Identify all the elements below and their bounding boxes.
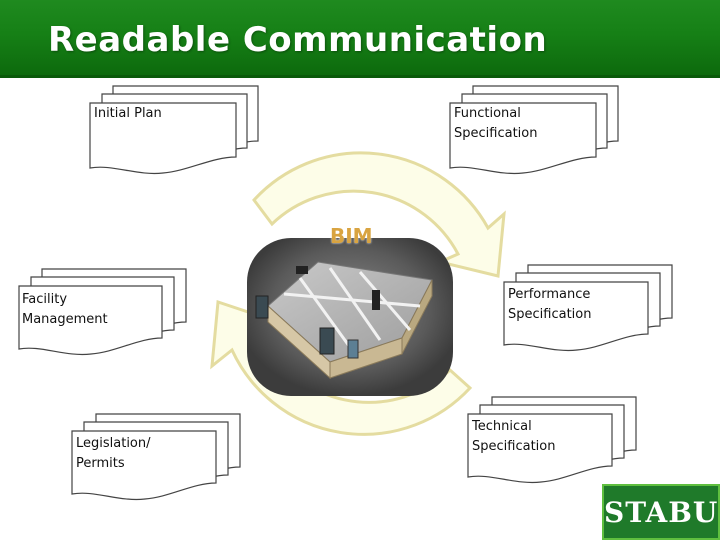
doc-stack-functional-spec — [449, 85, 619, 175]
doc-stack-legislation — [71, 413, 241, 501]
doc-label-initial-plan: Initial Plan — [94, 106, 162, 121]
doc-label-legislation: Legislation/ Permits — [76, 436, 151, 471]
doc-stack-initial-plan — [89, 85, 259, 175]
doc-label-functional-spec: Functional Specification — [454, 106, 538, 141]
logo-text: STABU — [604, 496, 719, 529]
cycle-arrows — [210, 151, 506, 436]
doc-stack-facility-management — [18, 268, 187, 356]
building-model-image — [255, 261, 433, 380]
cycle-arrow-right — [252, 151, 506, 278]
slide-title: Readable Communication — [48, 20, 548, 60]
doc-label-performance-spec: Performance Specification — [508, 287, 592, 322]
doc-stack-technical-spec — [467, 396, 637, 484]
doc-label-facility-management: Facility Management — [22, 292, 108, 327]
cycle-arrow-left — [210, 299, 473, 436]
bim-disc — [247, 238, 453, 396]
stabu-logo: STABU — [602, 484, 720, 540]
slide-header: Readable Communication — [0, 0, 720, 78]
bim-label: BIM — [330, 224, 373, 248]
doc-label-technical-spec: Technical Specification — [472, 419, 556, 454]
doc-stack-performance-spec — [503, 264, 673, 352]
